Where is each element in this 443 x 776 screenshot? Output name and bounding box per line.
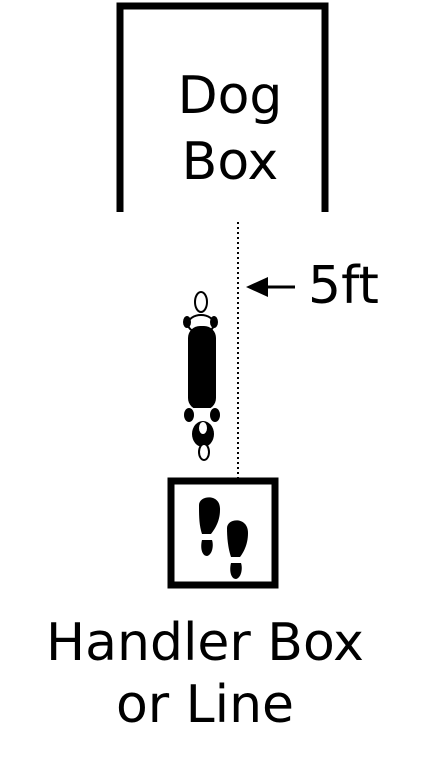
left-arrow-icon	[246, 277, 295, 297]
handler-box-outline	[167, 477, 279, 589]
dog-box-label-line1: Dog	[177, 66, 283, 126]
dog-box-outline	[116, 2, 329, 212]
dog-topdown-icon	[183, 291, 220, 461]
handler-box-label-line1: Handler Box	[46, 613, 364, 673]
distance-label: 5ft	[308, 256, 379, 316]
footprints-icon	[199, 497, 248, 579]
handler-box-label-line2: or Line	[115, 675, 295, 735]
dog-box-label-line2: Box	[181, 132, 279, 192]
